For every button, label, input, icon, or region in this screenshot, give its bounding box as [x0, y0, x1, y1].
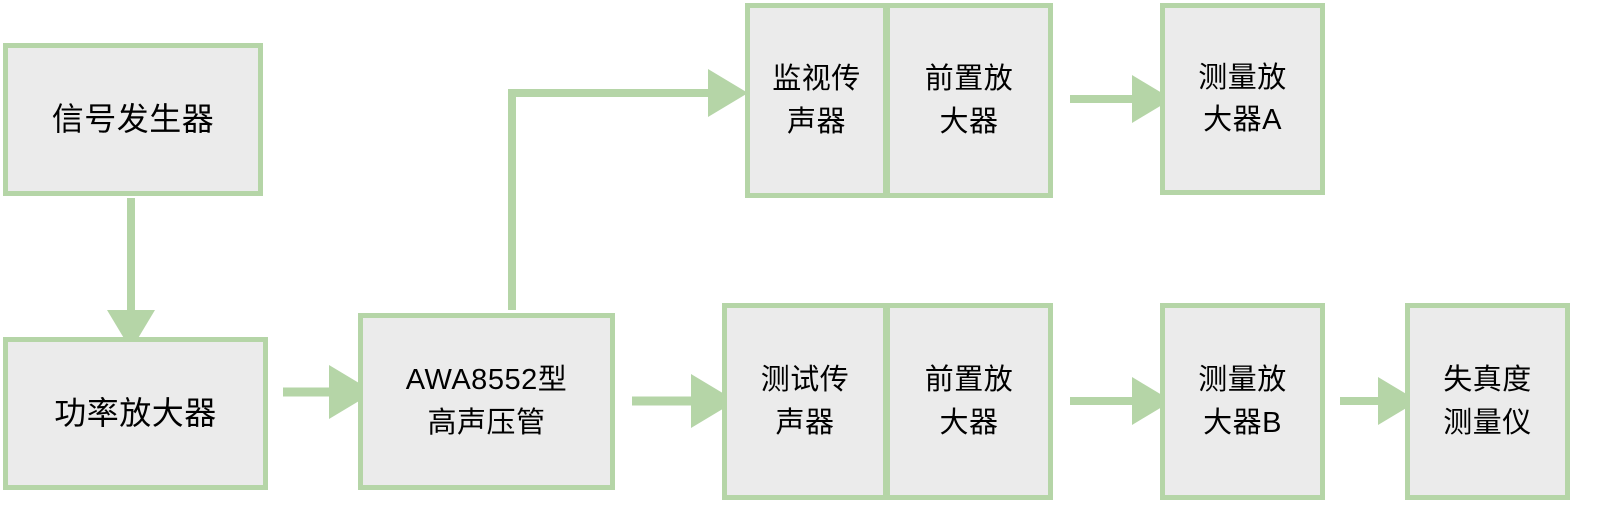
- node-label-preamplifier-bottom: 前置放 大器: [924, 364, 1014, 439]
- node-monitor-microphone[interactable]: 监视传 声器: [745, 3, 888, 198]
- connector-tube-to-monitor-mic: [508, 69, 748, 310]
- node-label-measuring-amplifier-a: 测量放 大器A: [1198, 61, 1287, 136]
- node-preamplifier-bottom[interactable]: 前置放 大器: [885, 303, 1053, 500]
- node-power-amplifier[interactable]: 功率放大器: [3, 337, 268, 490]
- node-label-distortion-meter: 失真度 测量仪: [1443, 364, 1532, 439]
- node-awa8552-tube[interactable]: AWA8552型 高声压管: [358, 313, 615, 490]
- node-distortion-meter[interactable]: 失真度 测量仪: [1405, 303, 1570, 500]
- node-label-power-amplifier: 功率放大器: [54, 395, 217, 432]
- node-measuring-amplifier-a[interactable]: 测量放 大器A: [1160, 3, 1325, 195]
- node-label-monitor-microphone: 监视传 声器: [772, 63, 861, 138]
- node-signal-generator[interactable]: 信号发生器: [3, 43, 263, 196]
- node-label-test-microphone: 测试传 声器: [760, 364, 850, 439]
- node-preamplifier-top[interactable]: 前置放 大器: [885, 3, 1053, 198]
- node-test-microphone[interactable]: 测试传 声器: [722, 303, 888, 500]
- node-measuring-amplifier-b[interactable]: 测量放 大器B: [1160, 303, 1325, 500]
- node-label-preamplifier-top: 前置放 大器: [924, 63, 1014, 138]
- node-label-measuring-amplifier-b: 测量放 大器B: [1198, 364, 1287, 439]
- node-label-signal-generator: 信号发生器: [51, 101, 215, 138]
- node-label-awa8552-tube: AWA8552型 高声压管: [405, 364, 568, 439]
